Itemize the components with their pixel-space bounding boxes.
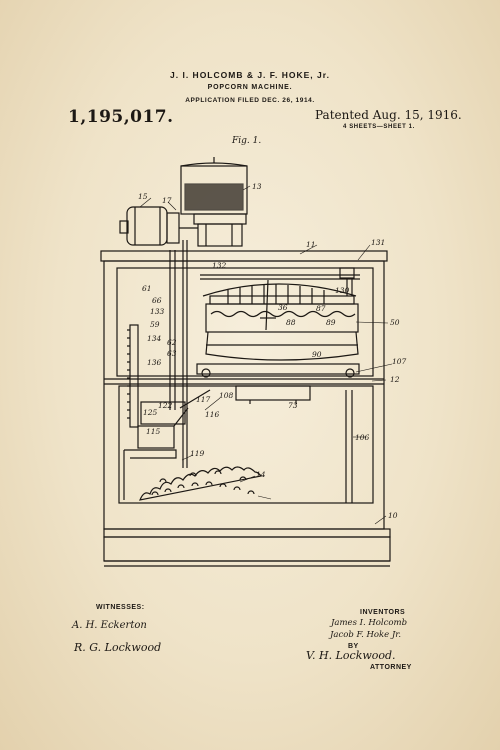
- svg-text:14: 14: [256, 470, 266, 479]
- attorney-signature: V. H. Lockwood.: [306, 649, 396, 662]
- svg-text:66: 66: [152, 296, 162, 305]
- svg-text:15: 15: [138, 192, 148, 201]
- svg-text:11: 11: [306, 240, 316, 249]
- cabinet-top: [100, 250, 388, 262]
- svg-text:130: 130: [335, 286, 350, 295]
- patent-number: 1,195,017.: [68, 107, 174, 127]
- popcorn-pile: [139, 466, 263, 501]
- svg-text:106: 106: [355, 433, 370, 442]
- svg-text:88: 88: [286, 318, 296, 327]
- svg-text:117: 117: [196, 395, 211, 404]
- inventor-name-1: James I. Holcomb: [331, 618, 408, 628]
- patent-title: POPCORN MACHINE.: [207, 84, 293, 91]
- svg-text:115: 115: [146, 427, 161, 436]
- svg-text:12: 12: [390, 375, 400, 384]
- svg-text:119: 119: [190, 449, 205, 458]
- svg-text:61: 61: [142, 284, 152, 293]
- figure-label: Fig. 1.: [232, 136, 262, 146]
- patent-date: Patented Aug. 15, 1916.: [315, 108, 462, 122]
- by-label: BY: [348, 643, 359, 650]
- svg-text:90: 90: [312, 350, 322, 359]
- witnesses-heading: WITNESSES:: [96, 604, 145, 611]
- kettle: [205, 303, 359, 333]
- svg-text:108: 108: [219, 391, 234, 400]
- svg-text:73: 73: [288, 401, 298, 410]
- svg-text:62: 62: [167, 338, 177, 347]
- inventors-header: J. I. HOLCOMB & J. F. HOKE, Jr.: [170, 70, 330, 80]
- svg-text:133: 133: [150, 307, 165, 316]
- upper-compartment: [116, 267, 374, 377]
- sheet-count: 4 SHEETS—SHEET 1.: [343, 124, 415, 130]
- filing-date: APPLICATION FILED DEC. 26, 1914.: [185, 97, 315, 104]
- kettle-lid: [202, 283, 357, 297]
- cabinet-plinth: [103, 536, 391, 562]
- cabinet-base: [103, 528, 391, 538]
- svg-text:13: 13: [252, 182, 262, 191]
- inventors-heading: INVENTORS: [360, 609, 406, 616]
- svg-text:125: 125: [143, 408, 158, 417]
- svg-text:132: 132: [212, 261, 227, 270]
- svg-text:87: 87: [316, 304, 326, 313]
- motor: [126, 206, 168, 246]
- svg-text:122: 122: [158, 401, 173, 410]
- witness-signature-2: R. G. Lockwood: [74, 641, 162, 654]
- reference-numerals: 15 17 13 11 131 132 61 66 133 59 134 62 …: [138, 182, 407, 520]
- inventor-name-2: Jacob F. Hoke Jr.: [330, 630, 402, 640]
- svg-text:10: 10: [388, 511, 398, 520]
- svg-text:63: 63: [167, 349, 177, 358]
- svg-text:134: 134: [147, 334, 162, 343]
- witness-signature-1: A. H. Eckerton: [72, 620, 147, 631]
- receptacle-box: [137, 425, 175, 449]
- svg-text:50: 50: [390, 318, 400, 327]
- svg-text:116: 116: [205, 410, 220, 419]
- svg-text:36: 36: [278, 303, 288, 312]
- attorney-label: ATTORNEY: [370, 664, 412, 671]
- svg-text:89: 89: [326, 318, 336, 327]
- cabinet-frame: [103, 260, 385, 530]
- svg-text:107: 107: [392, 357, 407, 366]
- svg-text:136: 136: [147, 358, 162, 367]
- svg-text:17: 17: [162, 196, 172, 205]
- svg-text:131: 131: [371, 238, 385, 247]
- svg-text:59: 59: [150, 320, 160, 329]
